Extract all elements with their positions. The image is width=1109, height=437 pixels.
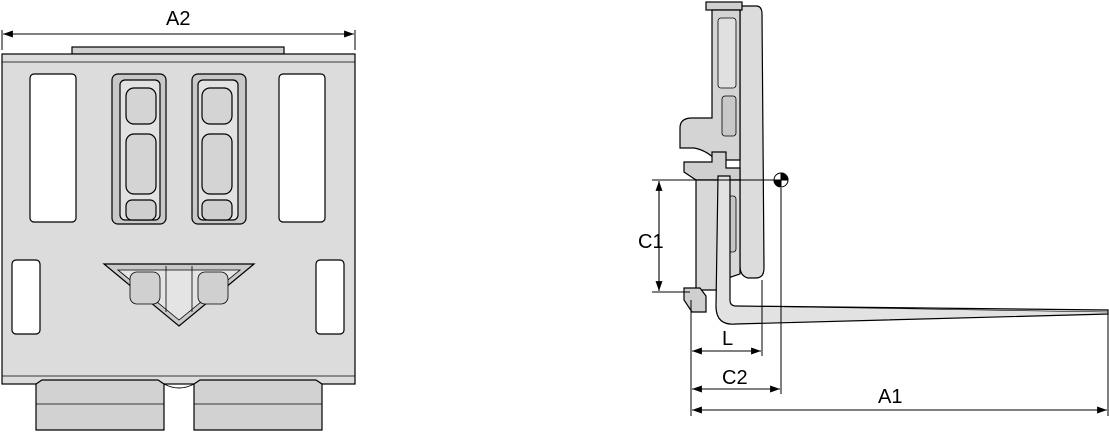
front-view xyxy=(1,46,356,431)
side-view xyxy=(679,1,1109,325)
left-hook-slot xyxy=(111,73,167,225)
dimension-l: L xyxy=(692,328,761,355)
label-c1: C1 xyxy=(638,231,664,253)
right-window xyxy=(278,73,326,223)
dimension-a2: A2 xyxy=(1,8,356,50)
lower-left-slot xyxy=(11,259,41,335)
triangle-opening xyxy=(102,263,256,327)
backrest-plate xyxy=(739,5,765,279)
dimension-a1: A1 xyxy=(692,386,1107,414)
right-fork-foot xyxy=(193,379,323,431)
label-l: L xyxy=(722,328,733,350)
label-a1: A1 xyxy=(878,386,902,408)
bottom-hook xyxy=(683,287,707,313)
lower-right-slot xyxy=(315,259,345,335)
right-hook-slot xyxy=(191,73,247,225)
fork xyxy=(715,175,1109,325)
mid-hook xyxy=(683,151,741,181)
top-lip xyxy=(71,46,285,55)
dimension-c2: C2 xyxy=(692,367,780,393)
dimension-c1 xyxy=(652,179,774,293)
load-center-symbol xyxy=(773,172,789,188)
label-c2: C2 xyxy=(722,367,748,389)
left-window xyxy=(29,73,77,223)
extension-lines xyxy=(690,188,1109,416)
label-a2: A2 xyxy=(166,8,190,30)
left-fork-foot xyxy=(35,379,165,431)
